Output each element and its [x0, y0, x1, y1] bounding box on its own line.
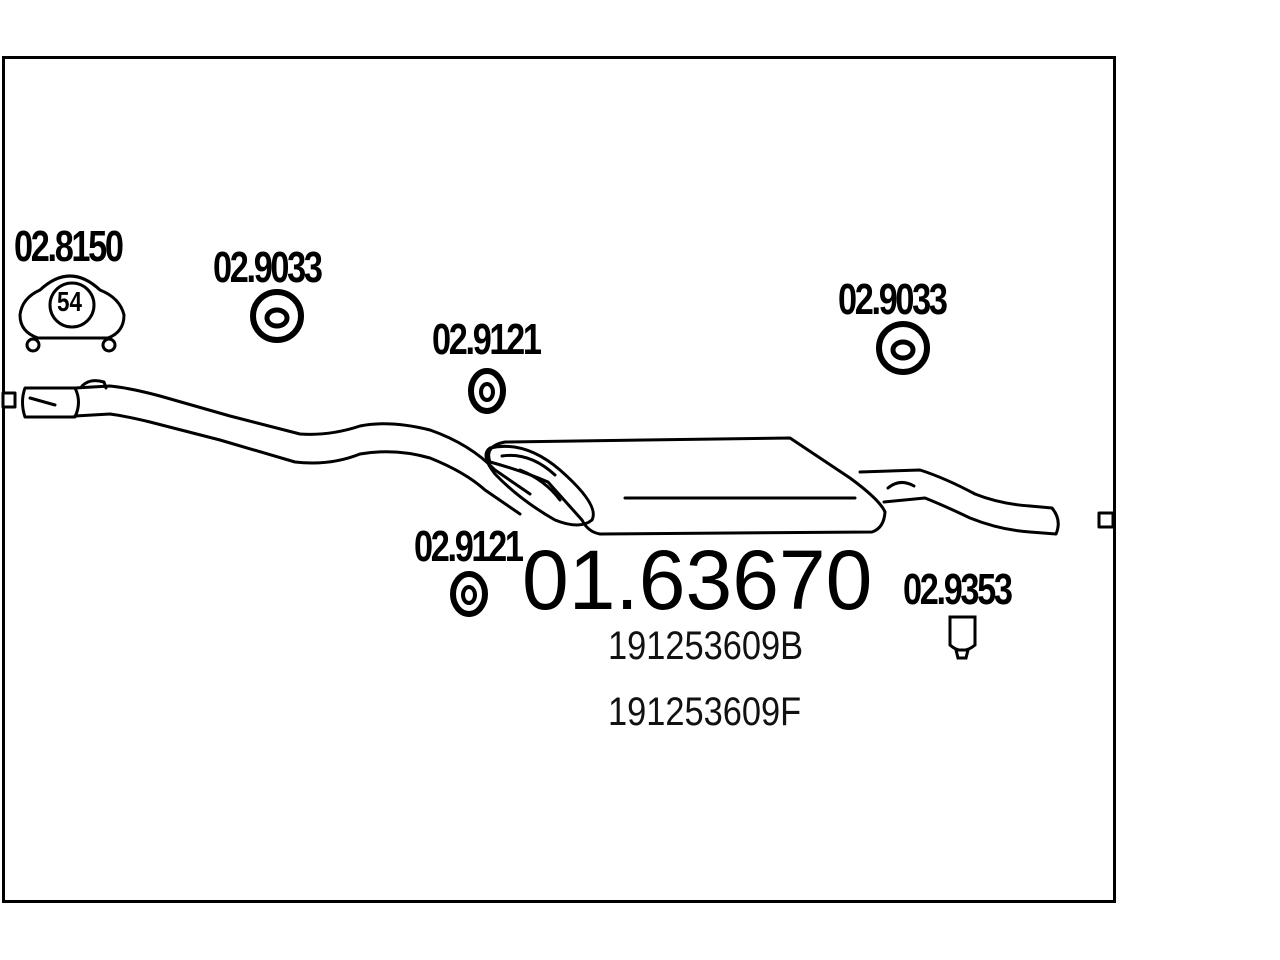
diagram-frame — [2, 56, 1116, 903]
rubber-mount-icon-c — [876, 321, 930, 375]
mount-a-part-number: 02.9033 — [213, 243, 323, 292]
main-part-number: 01.63670 — [522, 533, 873, 627]
oem-number-1: 191253609B — [608, 624, 804, 668]
pipe-front-section — [73, 384, 532, 496]
left-end-marker — [1, 391, 17, 409]
rubber-mount-icon-a — [250, 289, 304, 343]
mount-c-part-number: 02.9033 — [838, 275, 948, 324]
mount-e-part-number: 02.9353 — [903, 565, 1013, 614]
bolt-icon — [948, 615, 977, 660]
clamp-size-label: 54 — [57, 286, 82, 317]
mount-d-part-number: 02.9121 — [414, 522, 524, 571]
right-end-marker — [1097, 511, 1115, 529]
oem-number-2: 191253609F — [608, 690, 802, 734]
clamp-icon — [18, 274, 126, 353]
mount-b-part-number: 02.9121 — [432, 315, 542, 364]
pipe-rear-section — [858, 468, 1060, 536]
rubber-ring-icon-d — [450, 571, 488, 617]
silencer-body — [487, 436, 887, 536]
rubber-ring-icon-b — [468, 368, 506, 414]
clamp-part-number: 02.8150 — [14, 222, 124, 271]
